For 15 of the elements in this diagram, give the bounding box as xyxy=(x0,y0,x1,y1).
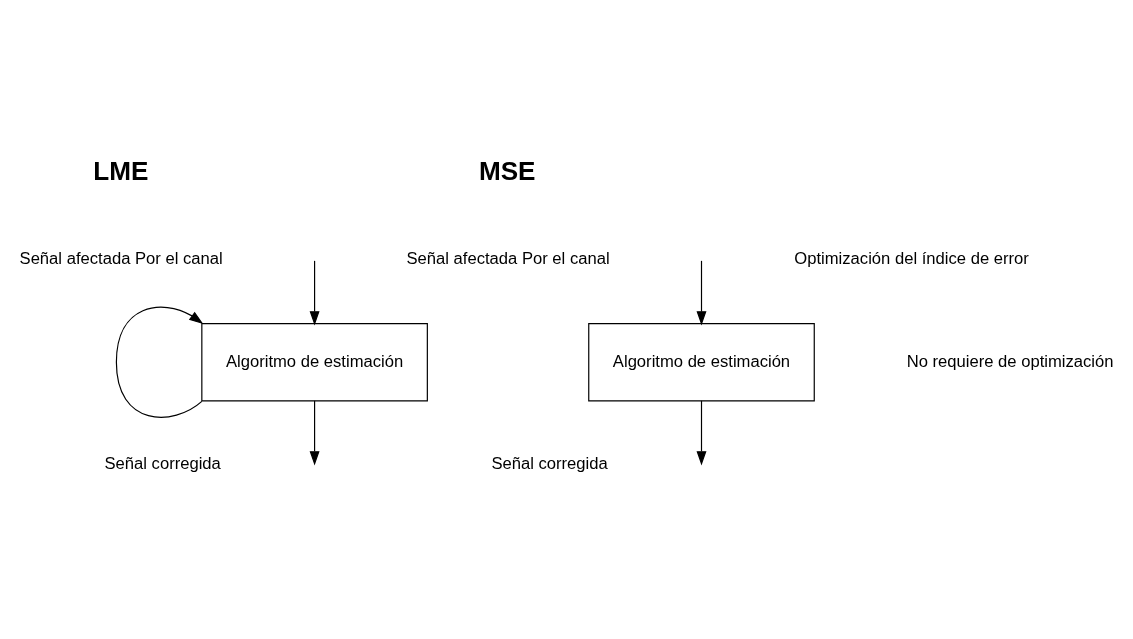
label: Señal afectada Por el canal xyxy=(19,248,223,268)
label: Señal corregida xyxy=(491,454,608,474)
label: Señal afectada Por el canal xyxy=(406,248,610,268)
arrow xyxy=(696,260,707,326)
arrow xyxy=(309,400,320,466)
arrow xyxy=(115,306,204,418)
node-box: Algoritmo de estimación xyxy=(588,323,815,402)
label: MSE xyxy=(478,155,536,186)
arrow xyxy=(696,400,707,466)
label: LME xyxy=(93,155,149,186)
label: Optimización del índice de error xyxy=(794,248,1029,268)
node-box: Algoritmo de estimación xyxy=(201,323,428,402)
label: Señal corregida xyxy=(104,454,221,474)
label: No requiere de optimización xyxy=(906,351,1114,371)
arrow xyxy=(309,260,320,326)
